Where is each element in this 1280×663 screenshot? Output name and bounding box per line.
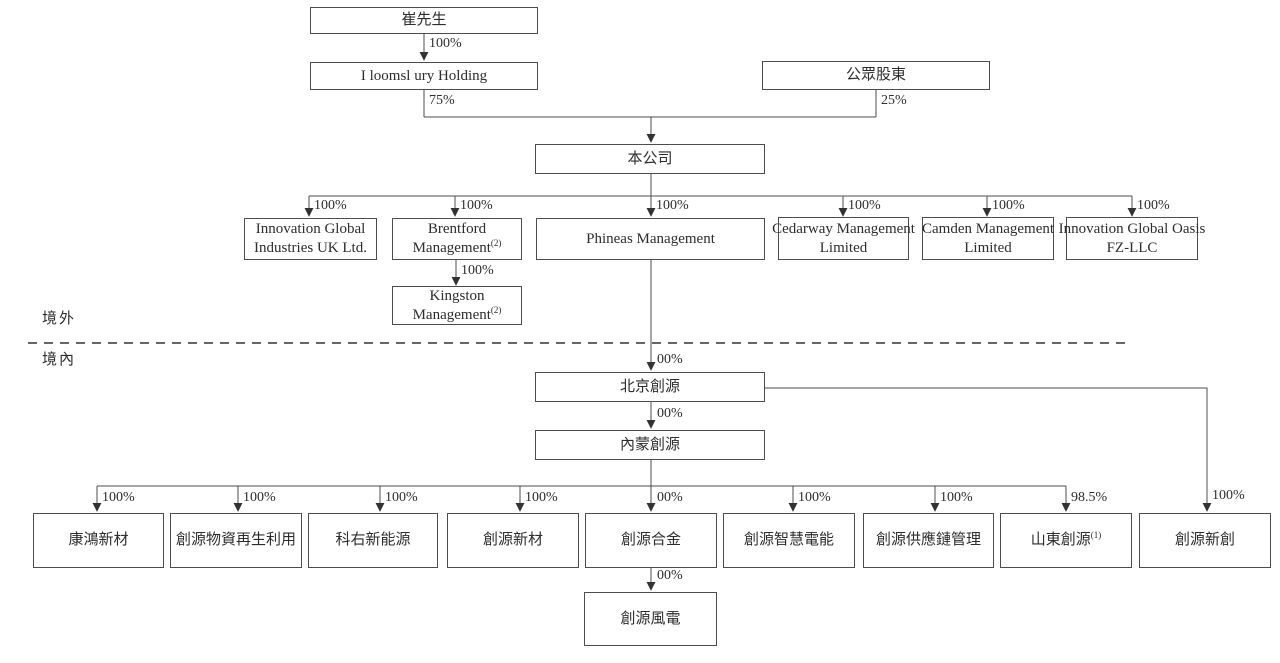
footnote-marker: (2) <box>490 304 502 315</box>
node-brentford: Brentford Management(2) <box>392 218 522 260</box>
region-label-offshore: 境外 <box>42 311 77 327</box>
node-label: 崔先生 <box>401 12 447 29</box>
node-label: Brentford <box>427 221 487 238</box>
node-label: Innovation Global Oasis <box>1058 220 1206 237</box>
node-holding: I loomsl ury Holding <box>310 62 538 90</box>
pct-nm-shandong: 98.5% <box>1071 490 1108 505</box>
node-supply-chain: 創源供應鏈管理 <box>863 513 994 568</box>
node-label: 公眾股東 <box>845 67 906 84</box>
node-label-text: Management <box>412 240 491 256</box>
node-hejin: 創源合金 <box>585 513 717 568</box>
pct-cui-holding: 100% <box>429 36 462 51</box>
node-zhihui-power: 創源智慧電能 <box>723 513 855 568</box>
node-label: Kingston <box>429 287 485 304</box>
node-cedarway: Cedarway Management Limited <box>772 217 915 260</box>
node-label: 創源合金 <box>620 532 681 549</box>
node-xinchuang: 創源新創 <box>1139 513 1271 568</box>
node-label: Industries UK Ltd. <box>254 240 367 256</box>
pct-company-uk: 100% <box>314 198 347 213</box>
node-xincai: 創源新材 <box>447 513 579 568</box>
node-label: 創源新創 <box>1174 532 1235 549</box>
node-label: Phineas Management <box>586 230 715 247</box>
footnote-marker: (1) <box>1090 530 1102 541</box>
node-label: 創源供應鏈管理 <box>875 532 981 549</box>
node-camden: Camden Management Limited <box>922 217 1054 260</box>
pct-company-phineas: 100% <box>656 198 689 213</box>
node-neimeng-chuangyuan: 內蒙創源 <box>535 430 765 460</box>
node-label: 山東創源(1) <box>1031 531 1102 550</box>
pct-nm-gongyinglian: 100% <box>940 490 973 505</box>
node-kingston: Kingston Management(2) <box>392 286 522 325</box>
node-label-text: 山東創源 <box>1030 532 1091 549</box>
node-label: Camden Management <box>921 220 1055 237</box>
node-label: 科右新能源 <box>335 532 411 549</box>
node-company: 本公司 <box>535 144 765 174</box>
node-label: Innovation Global <box>255 221 366 238</box>
node-wuzi-recycling: 創源物資再生利用 <box>170 513 302 568</box>
pct-hejin-fengdian: 00% <box>657 568 683 583</box>
node-public-shareholders: 公眾股東 <box>762 61 990 90</box>
node-label: Management(2) <box>412 304 502 325</box>
pct-beijing-xinchuang: 100% <box>1212 488 1245 503</box>
node-keyou-energy: 科右新能源 <box>308 513 438 568</box>
node-cui: 崔先生 <box>310 7 538 34</box>
node-oasis: Innovation Global Oasis FZ-LLC <box>1059 217 1205 260</box>
node-label: FZ-LLC <box>1106 239 1158 256</box>
pct-company-cedarway: 100% <box>848 198 881 213</box>
pct-brentford-kingston: 100% <box>461 263 494 278</box>
node-label: 創源新材 <box>482 532 543 549</box>
node-label: Limited <box>964 239 1012 256</box>
node-fengdian: 創源風電 <box>584 592 717 646</box>
node-beijing-chuangyuan: 北京創源 <box>535 372 765 402</box>
pct-nm-kanghong: 100% <box>102 490 135 505</box>
node-label: 創源物資再生利用 <box>175 532 296 549</box>
node-label: 創源智慧電能 <box>743 532 834 549</box>
node-label: 北京創源 <box>619 378 680 395</box>
connector-arrow <box>765 387 1212 512</box>
node-shandong-chuangyuan: 山東創源(1) <box>1000 513 1132 568</box>
node-label: 內蒙創源 <box>619 436 680 453</box>
pct-company-brentford: 100% <box>460 198 493 213</box>
footnote-marker: (2) <box>490 238 502 248</box>
pct-company-camden: 100% <box>992 198 1025 213</box>
pct-nm-zhihui: 100% <box>798 490 831 505</box>
node-label-text: Management <box>412 306 491 323</box>
pct-nm-keyou: 100% <box>385 490 418 505</box>
node-label: Management(2) <box>413 239 502 258</box>
node-innovation-uk: Innovation Global Industries UK Ltd. <box>244 218 377 260</box>
pct-phineas-beijing: 00% <box>657 352 683 367</box>
node-label: 創源風電 <box>620 610 681 627</box>
node-label: 本公司 <box>627 150 673 167</box>
pct-beijing-neimeng: 00% <box>657 406 683 421</box>
pct-holding-company: 75% <box>429 93 455 108</box>
node-label: Cedarway Management <box>772 220 915 237</box>
node-label: 康鴻新材 <box>68 532 129 549</box>
node-kanghong: 康鴻新材 <box>33 513 164 568</box>
region-label-onshore: 境內 <box>42 352 77 368</box>
pct-company-oasis: 100% <box>1137 198 1170 213</box>
node-label: Limited <box>819 239 868 256</box>
pct-nm-wuzi: 100% <box>243 490 276 505</box>
pct-public-company: 25% <box>881 93 907 108</box>
pct-nm-xincai: 100% <box>525 490 558 505</box>
node-phineas: Phineas Management <box>536 218 765 260</box>
pct-nm-hejin: 00% <box>657 490 683 505</box>
node-label: I loomsl ury Holding <box>360 67 488 84</box>
